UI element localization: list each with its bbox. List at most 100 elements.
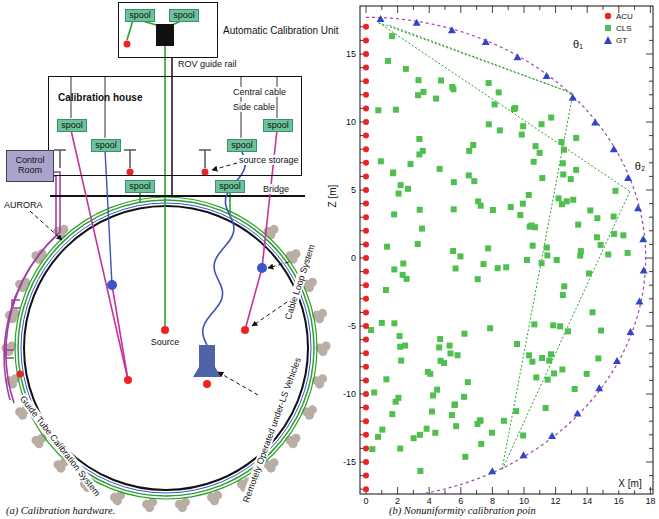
scatter-plot bbox=[453, 423, 459, 429]
scatter-plot bbox=[533, 143, 539, 149]
scatter-plot bbox=[539, 121, 545, 127]
pmt-blob bbox=[34, 439, 43, 448]
scatter-plot bbox=[481, 261, 487, 267]
scatter-plot bbox=[508, 204, 514, 210]
scatter-plot bbox=[476, 490, 477, 494]
scatter-plot bbox=[363, 187, 369, 193]
legend-swatch bbox=[604, 12, 612, 20]
scatter-plot bbox=[437, 336, 443, 342]
aurora-line bbox=[6, 300, 20, 358]
part-label: Source bbox=[150, 337, 181, 347]
scatter-plot bbox=[363, 323, 369, 329]
scatter-plot bbox=[646, 122, 653, 123]
scatter-plot bbox=[486, 80, 492, 86]
scatter-plot bbox=[368, 327, 374, 333]
house-hanger bbox=[71, 76, 277, 138]
scatter-plot bbox=[460, 6, 461, 13]
axis-label: 5 bbox=[350, 185, 357, 195]
scatter-plot bbox=[612, 188, 618, 194]
legend-text: GT bbox=[616, 36, 627, 45]
scatter-plot bbox=[475, 276, 481, 282]
scatter-plot bbox=[460, 487, 461, 494]
scatter-plot bbox=[366, 6, 367, 13]
part-label: source storage bbox=[238, 155, 300, 165]
scatter-plot bbox=[389, 33, 395, 39]
pmt-blob bbox=[210, 496, 219, 505]
scatter-plot bbox=[449, 412, 455, 418]
pmt-blob bbox=[145, 503, 154, 512]
source-dot bbox=[161, 326, 169, 334]
scatter-plot bbox=[461, 394, 467, 400]
scatter-plot bbox=[450, 248, 456, 254]
scatter-plot bbox=[649, 108, 653, 109]
scatter-plot bbox=[398, 182, 404, 188]
scatter-plot bbox=[539, 260, 545, 266]
axis-label: Z [m] bbox=[327, 184, 339, 209]
scatter-plot bbox=[649, 421, 653, 422]
scatter-plot bbox=[520, 451, 528, 458]
spool-box: spool bbox=[125, 9, 155, 22]
scatter-plot bbox=[496, 89, 502, 95]
scatter-plot bbox=[462, 454, 468, 460]
scatter-plot bbox=[649, 489, 653, 490]
scatter-plot bbox=[595, 384, 603, 391]
scatter-plot bbox=[478, 203, 484, 209]
scatter-plot bbox=[569, 94, 577, 101]
box-label: Control Room bbox=[7, 156, 53, 176]
scatter-plot bbox=[363, 418, 369, 424]
source-dot bbox=[202, 169, 209, 176]
scatter-plot bbox=[424, 426, 430, 432]
anchor-dot bbox=[107, 263, 267, 290]
scatter-plot bbox=[646, 190, 653, 191]
scatter-plot bbox=[543, 72, 551, 79]
axis-label: 16 bbox=[613, 496, 625, 506]
scatter-plot bbox=[445, 6, 446, 10]
scatter-plot bbox=[360, 6, 653, 499]
scatter-plot bbox=[489, 430, 495, 436]
scatter-plot bbox=[649, 448, 653, 449]
axis-label: -15 bbox=[342, 457, 357, 467]
scatter-plot bbox=[544, 245, 550, 251]
scatter-plot bbox=[605, 251, 611, 257]
scatter-plot bbox=[383, 376, 389, 382]
scatter-plot bbox=[457, 253, 463, 259]
scatter-plot bbox=[610, 145, 618, 152]
scatter-plot bbox=[413, 490, 414, 494]
axis-label: X [m] bbox=[617, 478, 642, 490]
scatter-plot bbox=[571, 490, 572, 494]
axis-label: θ₁ bbox=[572, 38, 584, 51]
scatter-plot bbox=[508, 490, 509, 494]
scatter-plot bbox=[550, 322, 556, 328]
scatter-plot bbox=[403, 66, 409, 72]
scatter-plot bbox=[391, 211, 397, 217]
acu-weight bbox=[124, 24, 175, 48]
part-label: Central cable bbox=[232, 87, 287, 97]
spool-box: spool bbox=[57, 119, 87, 132]
leader-line bbox=[30, 163, 293, 395]
scatter-plot bbox=[363, 255, 369, 261]
scatter-plot bbox=[560, 160, 566, 166]
scatter-plot bbox=[363, 65, 369, 71]
source-dot bbox=[17, 169, 250, 389]
scatter-plot bbox=[649, 230, 653, 231]
scatter-plot bbox=[378, 158, 384, 164]
scatter-plot bbox=[587, 207, 593, 213]
scatter-plot bbox=[451, 179, 457, 185]
box-label: spool bbox=[219, 182, 241, 191]
scatter-plot bbox=[363, 119, 369, 125]
scatter-plot bbox=[649, 81, 653, 82]
scatter-plot bbox=[575, 222, 581, 228]
scatter-plot bbox=[649, 162, 653, 163]
scatter-plot bbox=[379, 427, 385, 433]
spool-box: spool bbox=[215, 180, 245, 193]
part-label: Guide Tube Calibration System bbox=[17, 393, 103, 499]
side-cable bbox=[71, 130, 277, 380]
scatter-plot bbox=[539, 490, 540, 494]
scatter-plot bbox=[363, 309, 369, 315]
scatter-plot bbox=[429, 408, 435, 414]
scatter-plot bbox=[390, 25, 573, 93]
box-heading: Calibration house bbox=[58, 92, 142, 103]
scatter-plot bbox=[379, 320, 385, 326]
scatter-plot bbox=[570, 197, 576, 203]
